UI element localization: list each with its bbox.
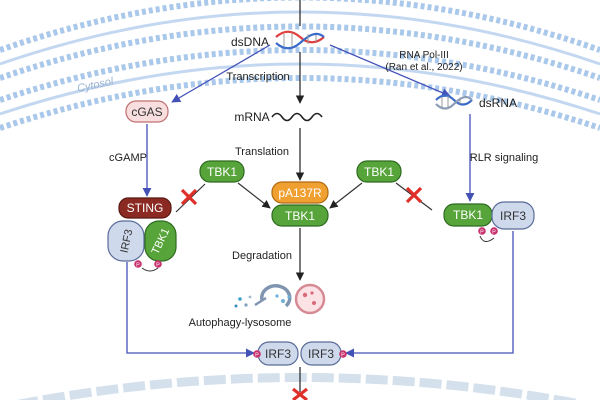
irf3-left-node: IRF3 — [107, 220, 145, 262]
inhibition-x-left — [180, 188, 198, 206]
dsdna-to-dsrna-arrow — [329, 44, 451, 97]
cgas-node: cGAS — [125, 100, 169, 123]
dsrna-label: dsRNA — [479, 96, 517, 110]
phospho-right-curved-arrow — [479, 235, 495, 242]
sting-node: STING — [118, 197, 172, 219]
phospho-left-a: P — [134, 260, 142, 269]
svg-text:P: P — [255, 353, 259, 359]
irf3-right-node: IRF3 — [491, 201, 535, 230]
phospho-left-b: P — [154, 260, 162, 269]
tbk1-left-free-node: TBK1 — [199, 160, 245, 183]
svg-text:IRF3: IRF3 — [308, 347, 334, 361]
phospho-dimer-a: P — [253, 350, 261, 359]
right-irf3-to-dimer-arrow — [345, 231, 514, 358]
rna-pol-iii-label: RNA Pol-III — [399, 50, 448, 61]
tbk1-right-free-node: TBK1 — [356, 160, 402, 183]
inhibition-x-right — [405, 186, 423, 204]
transcription-label: Transcription — [226, 71, 289, 83]
rlr-signaling-label: RLR signaling — [470, 152, 538, 164]
tbk1-right-to-center-arrow — [329, 182, 363, 209]
svg-text:P: P — [480, 230, 484, 236]
phospho-left-curved-arrow — [141, 267, 159, 272]
svg-text:TBK1: TBK1 — [207, 165, 237, 179]
tbk1-left-complex-node: TBK1 — [144, 220, 177, 262]
svg-text:TBK1: TBK1 — [453, 208, 483, 222]
svg-text:IRF3: IRF3 — [119, 228, 136, 254]
left-irf3-to-dimer-arrow — [126, 262, 255, 358]
svg-text:P: P — [341, 353, 345, 359]
mrna-icon — [271, 112, 323, 122]
svg-text:pA137R: pA137R — [278, 186, 322, 200]
tbk1-left-to-center-arrow — [237, 182, 271, 209]
mrna-label: mRNA — [234, 110, 269, 124]
phospho-dimer-b: P — [339, 350, 347, 359]
tbk1-right-complex-node: TBK1 — [443, 203, 493, 227]
svg-text:P: P — [156, 263, 160, 269]
dsrna-icon — [435, 94, 473, 110]
phospho-right-a: P — [478, 227, 486, 236]
degradation-label: Degradation — [232, 250, 292, 262]
svg-text:IRF3: IRF3 — [265, 347, 291, 361]
svg-text:P: P — [136, 263, 140, 269]
tbk1-center-node: TBK1 — [271, 204, 329, 227]
svg-text:IRF3: IRF3 — [500, 209, 526, 223]
cgamp-label: cGAMP — [109, 152, 147, 164]
phospho-right-b: P — [490, 227, 498, 236]
autophagy-lysosome-label: Autophagy-lysosome — [189, 317, 292, 329]
irf3-dimer-a-node: IRF3 — [257, 341, 299, 366]
svg-text:cGAS: cGAS — [131, 105, 162, 119]
dsdna-to-cgas-arrow — [171, 44, 271, 103]
svg-text:TBK1: TBK1 — [364, 165, 394, 179]
pa137r-node: pA137R — [271, 181, 329, 204]
svg-text:STING: STING — [127, 201, 164, 215]
dsdna-icon — [275, 30, 325, 50]
citation-label: (Ran et al., 2022) — [385, 62, 462, 73]
inhibition-x-bottom — [292, 387, 308, 400]
autophagy-lysosome-icon — [234, 283, 326, 315]
translation-label: Translation — [235, 146, 289, 158]
svg-text:TBK1: TBK1 — [285, 209, 315, 223]
dsdna-label: dsDNA — [231, 35, 269, 49]
irf3-dimer-b-node: IRF3 — [300, 341, 342, 366]
svg-text:P: P — [492, 230, 496, 236]
